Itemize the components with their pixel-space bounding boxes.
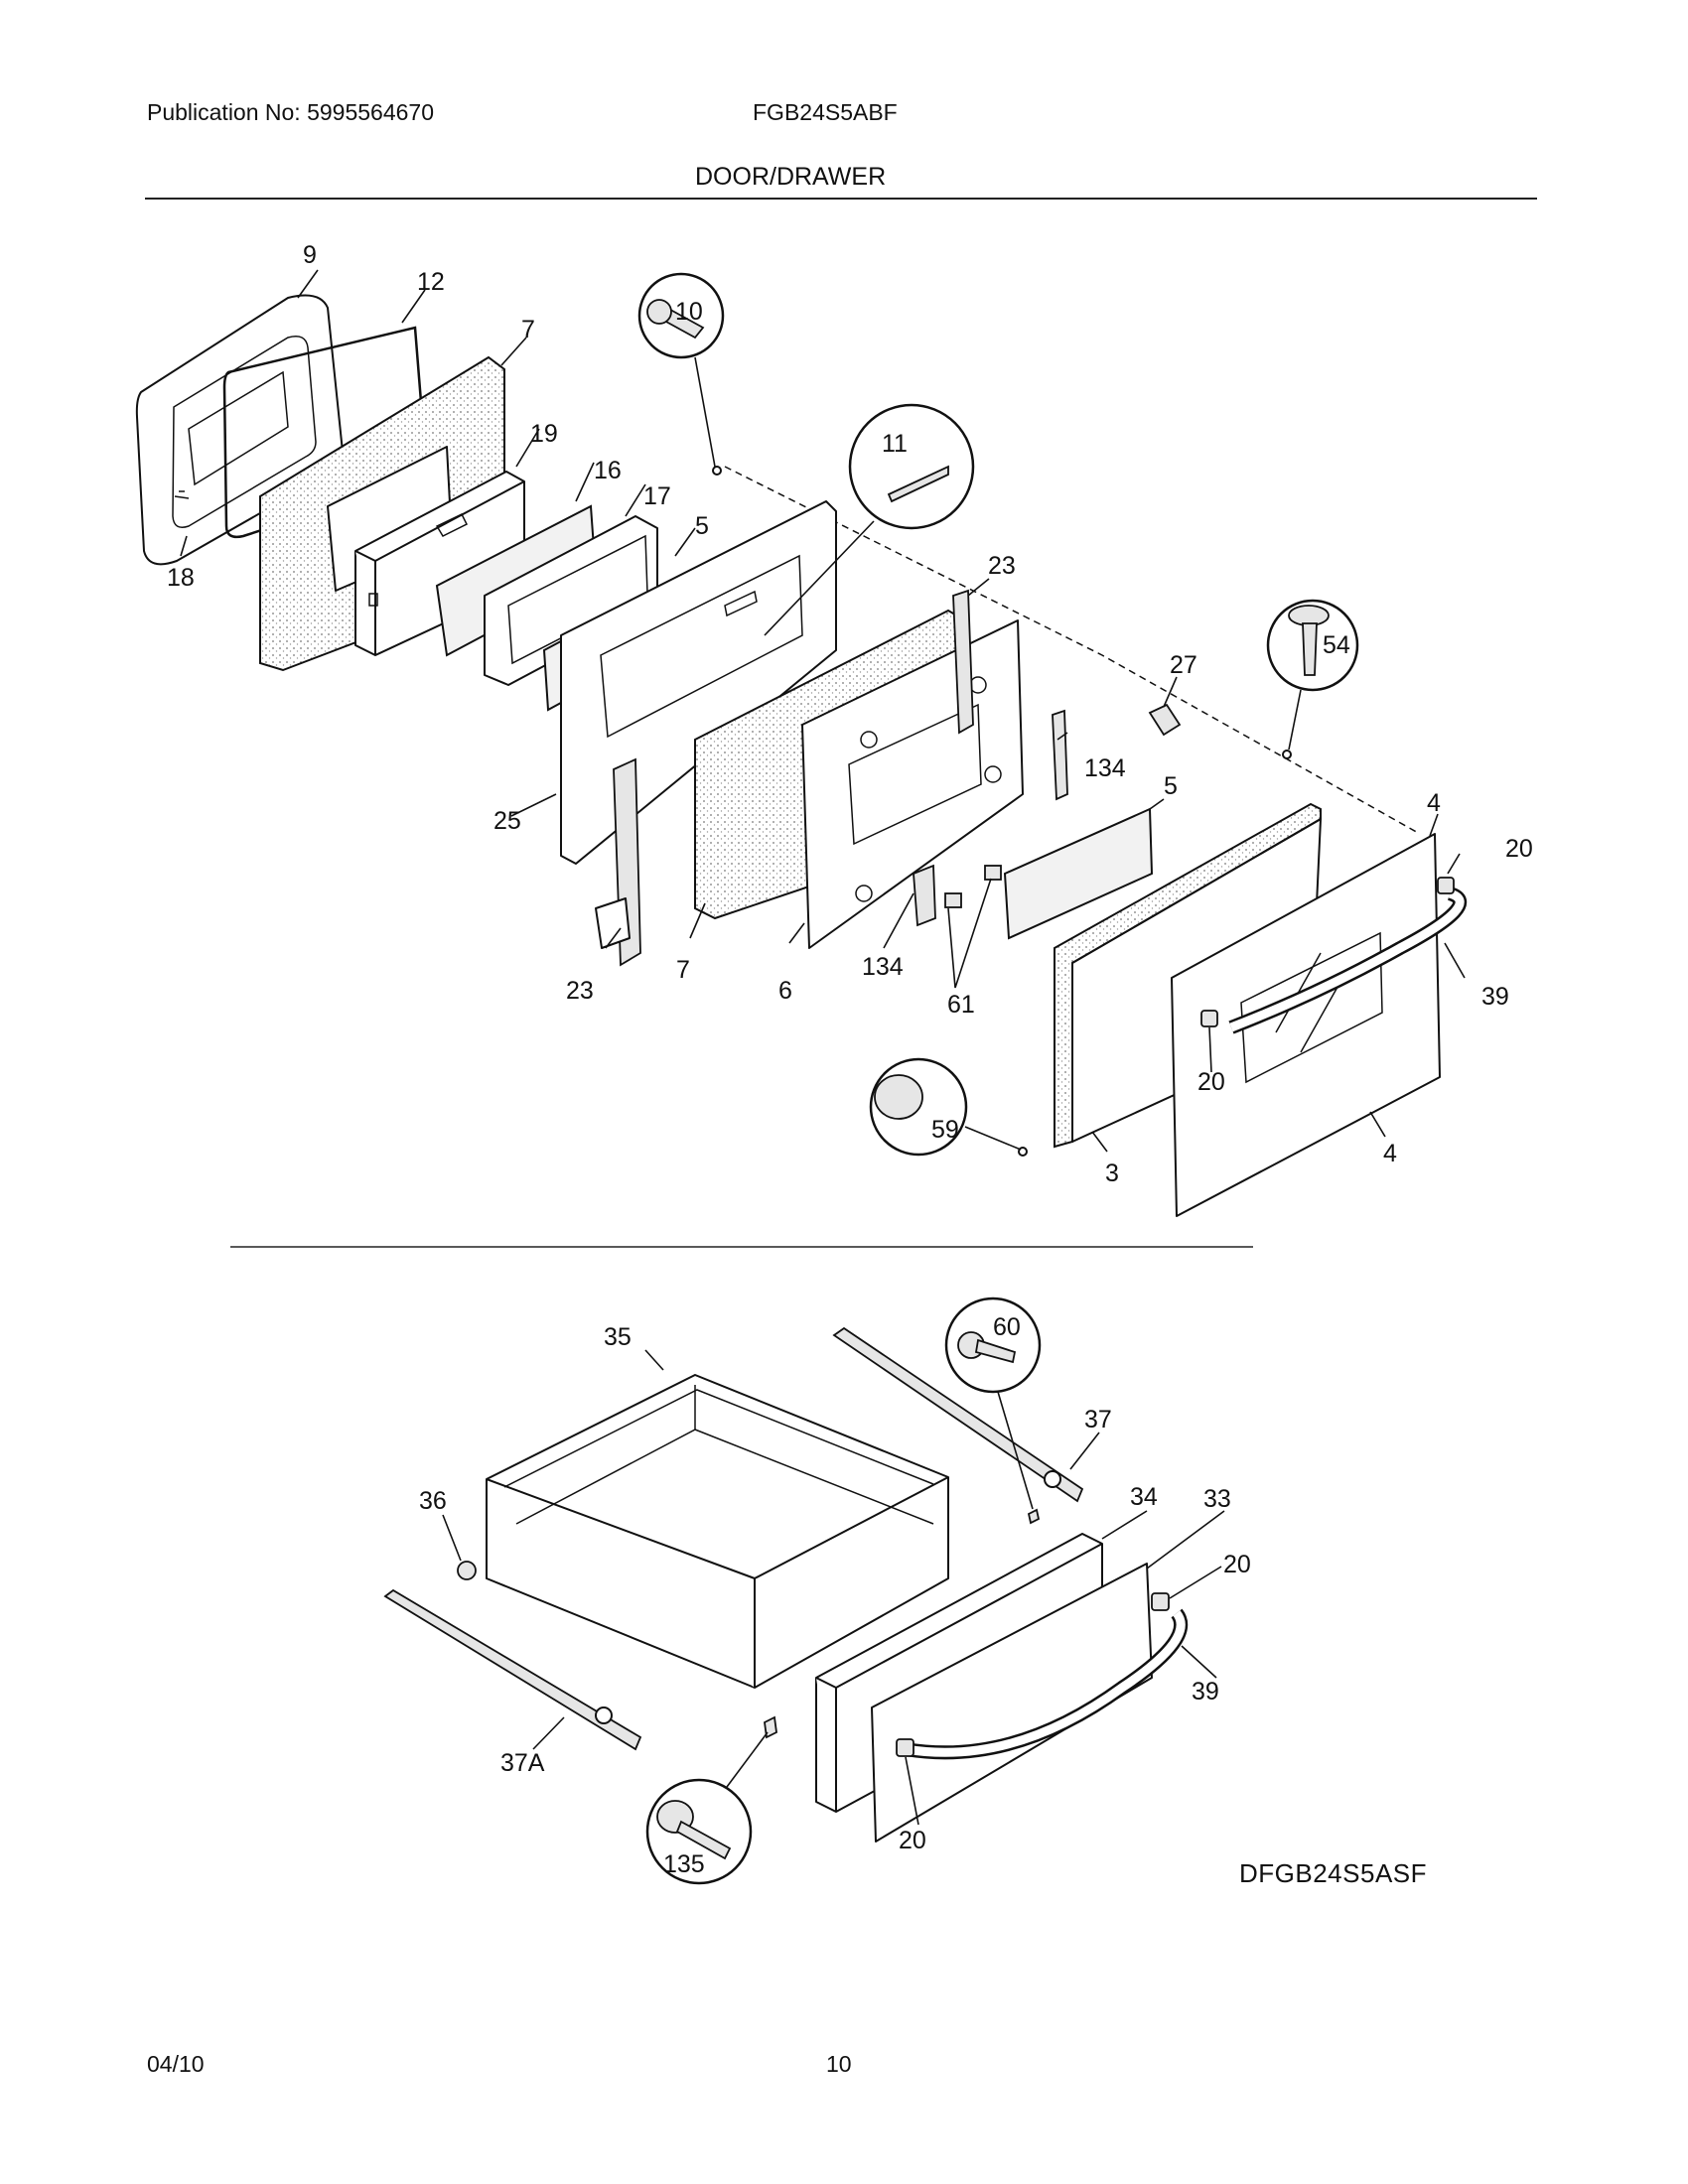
publication-number: Publication No: 5995564670 bbox=[147, 99, 435, 125]
handle-end-cap-part-right bbox=[1437, 877, 1455, 894]
callout-59: 59 bbox=[931, 1116, 959, 1144]
callout-37: 37 bbox=[1084, 1406, 1112, 1433]
callout-61: 61 bbox=[947, 991, 975, 1019]
callout-17: 17 bbox=[643, 482, 671, 510]
callout-16: 16 bbox=[594, 457, 622, 484]
callout-23-left: 23 bbox=[566, 977, 594, 1005]
rail-roller-left bbox=[595, 1706, 613, 1724]
callout-7-rear: 7 bbox=[521, 316, 535, 343]
callout-25: 25 bbox=[493, 807, 521, 835]
callout-6: 6 bbox=[778, 977, 792, 1005]
callout-39-door: 39 bbox=[1481, 983, 1509, 1011]
callout-12: 12 bbox=[417, 268, 445, 296]
callout-36: 36 bbox=[419, 1487, 447, 1515]
drawer-stop-part bbox=[457, 1561, 477, 1580]
callout-5-front: 5 bbox=[1164, 772, 1178, 800]
door-roller-part bbox=[1148, 703, 1182, 737]
callout-134-upper: 134 bbox=[1084, 754, 1126, 782]
handle-end-cap-part-left bbox=[1200, 1010, 1218, 1027]
callout-37A: 37A bbox=[500, 1749, 545, 1777]
door-hinge-part-left bbox=[595, 757, 641, 967]
callout-23-right: 23 bbox=[988, 552, 1016, 580]
bumper-detail-bubble bbox=[869, 1057, 1022, 1157]
callout-134-lower: 134 bbox=[862, 953, 904, 981]
callout-33: 33 bbox=[1203, 1485, 1231, 1513]
callout-60: 60 bbox=[993, 1313, 1021, 1341]
door-gasket-part bbox=[222, 326, 429, 539]
door-clip-part-lower bbox=[913, 864, 936, 927]
callout-34: 34 bbox=[1130, 1483, 1158, 1511]
bolt-detail-bubble bbox=[1266, 599, 1359, 759]
drawer-front-inner-edge bbox=[815, 1543, 1103, 1812]
door-spacer-part-b bbox=[984, 865, 1002, 881]
door-spacer-part-a bbox=[944, 892, 962, 908]
bracket-detail-bubble bbox=[764, 403, 975, 636]
callout-135: 135 bbox=[663, 1850, 705, 1878]
door-outer-panel-part bbox=[1171, 833, 1441, 1217]
oven-door-assembly: 9 12 7 19 16 17 5 18 10 11 23 27 54 134 … bbox=[135, 241, 1533, 1217]
callout-39-drawer: 39 bbox=[1192, 1678, 1219, 1706]
callout-4-bottom: 4 bbox=[1383, 1140, 1397, 1167]
drawer-screw-detail-bubble bbox=[944, 1297, 1042, 1510]
callout-19: 19 bbox=[530, 420, 558, 448]
section-title: DOOR/DRAWER bbox=[695, 163, 887, 191]
door-handle-part-inner bbox=[1229, 888, 1465, 1032]
drawer-front-panel-part bbox=[871, 1563, 1153, 1843]
callout-54: 54 bbox=[1323, 631, 1350, 659]
callout-9: 9 bbox=[303, 241, 317, 269]
drawer-assembly: 35 60 37 36 34 33 20 39 37A 135 20 bbox=[383, 1297, 1251, 1885]
callout-27: 27 bbox=[1170, 651, 1197, 679]
drawer-box-part bbox=[486, 1374, 949, 1689]
callout-20-drawer-left: 20 bbox=[899, 1827, 926, 1854]
callout-4-top: 4 bbox=[1427, 789, 1441, 817]
callout-18: 18 bbox=[167, 564, 195, 592]
callout-20-drawer-right: 20 bbox=[1223, 1551, 1251, 1578]
callout-10: 10 bbox=[675, 298, 703, 326]
door-baffle-part bbox=[354, 471, 525, 656]
callout-20-door-right: 20 bbox=[1505, 835, 1533, 863]
drawer-leader-lines bbox=[442, 1349, 1225, 1826]
leader-lines bbox=[180, 269, 1466, 1153]
header-divider bbox=[145, 198, 1537, 200]
door-hinge-part-right bbox=[952, 589, 974, 735]
drawer-rail-part-left bbox=[383, 1588, 642, 1751]
callout-3: 3 bbox=[1105, 1160, 1119, 1187]
rail-roller-right bbox=[1044, 1470, 1061, 1488]
door-clip-part-upper bbox=[1052, 709, 1068, 801]
callout-35: 35 bbox=[604, 1323, 632, 1351]
diagram-code: DFGB24S5ASF bbox=[1239, 1858, 1428, 1888]
drawer-handle-part-inner bbox=[905, 1610, 1186, 1757]
screw-detail-bubble bbox=[637, 272, 725, 476]
callout-11: 11 bbox=[882, 430, 908, 458]
drawer-handle-cap-part-left bbox=[896, 1738, 914, 1757]
liner-clip-part bbox=[174, 490, 190, 499]
drawer-handle-cap-part-right bbox=[1151, 1592, 1170, 1611]
drawer-screw-part bbox=[1027, 1508, 1041, 1525]
drawer-bushing-detail-bubble bbox=[645, 1731, 769, 1885]
door-glass-part-front bbox=[1003, 807, 1154, 940]
callout-5-upper: 5 bbox=[695, 512, 709, 540]
footer-date: 04/10 bbox=[147, 2051, 205, 2077]
model-number: FGB24S5ABF bbox=[753, 99, 898, 125]
page-number: 10 bbox=[826, 2051, 852, 2077]
drawer-rail-part-right bbox=[832, 1326, 1084, 1503]
callout-20-door-left: 20 bbox=[1197, 1068, 1225, 1096]
callout-7-front: 7 bbox=[676, 956, 690, 984]
